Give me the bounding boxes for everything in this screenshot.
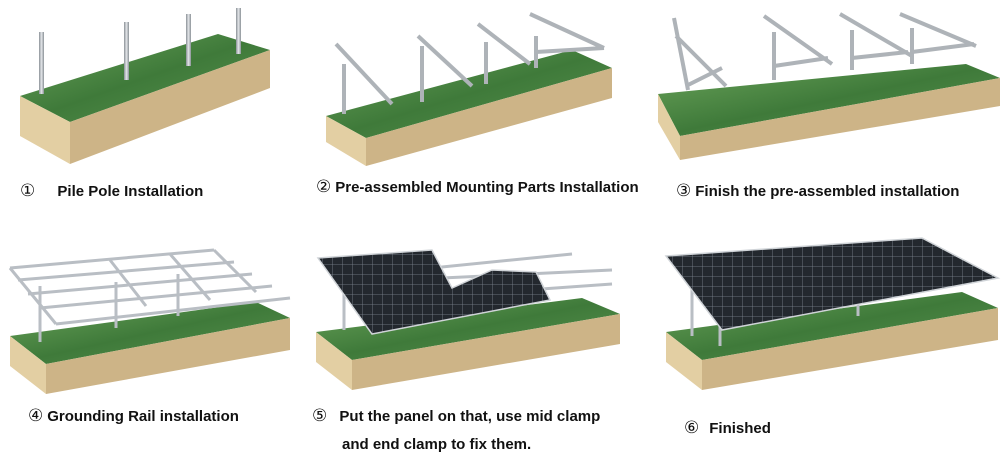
ground-top <box>10 302 290 364</box>
step-text: Finish the pre-assembled installation <box>695 183 960 200</box>
mount-frame <box>672 12 977 91</box>
caption-step-1: ① Pile Pole Installation <box>20 181 203 202</box>
step-number: ⑤ <box>312 406 328 425</box>
solar-panel-group <box>316 249 552 335</box>
scene-finished <box>662 236 1002 392</box>
step-text: Pile Pole Installation <box>57 183 204 200</box>
mount-frame <box>334 12 605 114</box>
step-text: Pre-assembled Mounting Parts Installatio… <box>335 179 639 196</box>
step-text: Grounding Rail installation <box>47 408 239 425</box>
ground-side <box>70 50 270 164</box>
ground-top <box>658 64 1000 136</box>
ground-side <box>46 318 290 394</box>
pile-pole <box>236 8 241 54</box>
ground-side <box>702 308 998 390</box>
rail-frame <box>8 248 291 342</box>
pile-pole <box>39 32 44 94</box>
ground-top <box>666 292 998 360</box>
ground-side <box>352 314 620 390</box>
ground-front <box>20 96 70 164</box>
step-number: ① <box>20 181 36 200</box>
step-text: Finished <box>709 420 771 437</box>
caption-step-5-line2: and end clamp to fix them. <box>342 436 532 453</box>
step-number: ② <box>316 177 332 196</box>
pile-pole <box>124 22 129 80</box>
caption-step-6: ⑥ Finished <box>684 418 771 439</box>
scene-pre-assembled <box>322 6 614 168</box>
ground-front <box>666 332 702 390</box>
solar-array <box>664 237 1001 331</box>
scene-pile-pole <box>18 4 273 164</box>
ground-side <box>680 78 1000 160</box>
ground-front <box>326 116 366 166</box>
ground-side <box>366 68 612 166</box>
ground-front <box>316 332 352 390</box>
scene-grounding-rail <box>6 246 296 396</box>
step-number: ⑥ <box>684 418 700 437</box>
step-text: Put the panel on that, use mid clamp <box>339 408 601 425</box>
ground-front <box>658 94 680 160</box>
ground-front <box>10 336 46 394</box>
ground-top <box>20 34 270 122</box>
ground-top <box>316 298 620 360</box>
ground-top <box>326 50 612 138</box>
scene-panel-placement <box>312 244 624 392</box>
step-number: ③ <box>676 181 692 200</box>
step-number: ④ <box>28 406 44 425</box>
scene-finish-pre-assembled <box>656 6 1002 162</box>
pile-pole <box>186 14 191 66</box>
caption-step-5: ⑤ Put the panel on that, use mid clamp <box>312 406 600 427</box>
